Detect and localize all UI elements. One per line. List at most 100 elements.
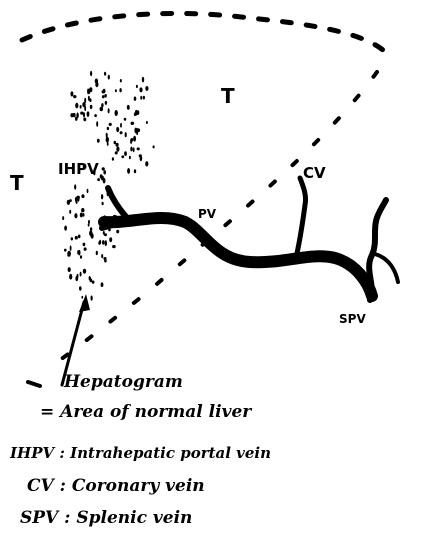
stipple-dot [116, 127, 119, 132]
stipple-dot [82, 102, 85, 107]
stipple-dot [112, 245, 116, 248]
stipple-dot [80, 255, 82, 258]
stipple-dot [74, 184, 76, 189]
ihpv-branch-lower [102, 224, 116, 228]
stipple-dot [69, 274, 72, 280]
stipple-dot [83, 243, 86, 247]
stipple-dot [96, 251, 98, 255]
stipple-dot [87, 189, 89, 193]
stipple-dot [91, 296, 93, 301]
stipple-dot [124, 151, 127, 156]
stipple-dot [84, 247, 87, 250]
stipple-dot [143, 96, 145, 100]
stipple-dot [108, 75, 110, 80]
stipple-dot [68, 267, 71, 272]
stipple-dot [116, 230, 119, 234]
stipple-dot [67, 254, 70, 257]
stipple-dot [115, 151, 118, 154]
stipple-dot [95, 82, 98, 87]
stipple-dot [102, 90, 105, 93]
stipple-dot [75, 236, 78, 240]
legend-normal-liver: = Area of normal liver [40, 404, 251, 421]
stipple-dot [87, 111, 90, 117]
stipple-dot [74, 213, 77, 218]
stipple-dot [80, 112, 83, 115]
stipple-dot [89, 87, 92, 92]
stipple-dot [67, 200, 70, 205]
stipple-dot [103, 231, 105, 235]
stipple-dot [102, 202, 104, 206]
stipple-dot [102, 95, 105, 98]
stipple-dot [124, 118, 127, 121]
stipple-dot [133, 147, 135, 152]
liver-outline-right [60, 72, 377, 360]
stipple-dot [90, 227, 92, 231]
stipple-dot [120, 131, 122, 134]
stipple-dot [77, 196, 80, 199]
stipple-dot [106, 133, 108, 138]
stipple-dot [109, 123, 112, 126]
hepatogram-arrow-head [79, 294, 90, 312]
stipple-dot [130, 139, 132, 144]
stipple-dot [81, 208, 84, 212]
legend-ihpv: IHPV : Intrahepatic portal vein [10, 446, 271, 461]
stipple-dot [139, 87, 142, 92]
stipple-dot [101, 254, 103, 258]
stipple-dot [89, 98, 91, 102]
stipple-dot [101, 176, 104, 181]
liver-outline-bottom-left [28, 382, 40, 386]
stipple-dot [146, 121, 148, 124]
stipple-dot [97, 178, 100, 181]
stipple-dot [94, 114, 97, 117]
portal-splenic-vein [104, 218, 372, 296]
stipple-dot [91, 233, 94, 239]
legend-cv: CV : Coronary vein [27, 478, 205, 495]
stipple-dot [112, 157, 114, 160]
stipple-dot [103, 257, 106, 260]
stipple-dot [125, 132, 127, 137]
stipple-dot [83, 269, 86, 274]
stipple-dot [109, 237, 112, 242]
stipple-dot [78, 250, 80, 256]
stipple-dot [81, 296, 83, 299]
stipple-dot [136, 85, 138, 88]
stipple-dot [107, 142, 109, 146]
stipple-dot [70, 246, 72, 251]
stipple-dot [83, 118, 86, 122]
stipple-dot [145, 161, 148, 166]
stipple-dot [99, 240, 101, 245]
stipple-dot [131, 122, 135, 125]
stipple-dot [73, 95, 76, 98]
stipple-dot [102, 167, 105, 170]
stipple-dot [64, 249, 67, 252]
stipple-dot [119, 88, 121, 92]
stipple-dot [106, 137, 109, 143]
stipple-dot [115, 110, 117, 113]
stipple-dot [107, 127, 109, 130]
label-spv: SPV [339, 313, 366, 325]
stipple-dot [79, 286, 82, 290]
stipple-dot [120, 123, 122, 128]
stipple-dot [101, 282, 104, 287]
stipple-dot [80, 105, 82, 109]
stipple-dot [145, 86, 148, 91]
stipple-dot [134, 169, 136, 173]
stipple-dot [101, 194, 103, 199]
label-ihpv: IHPV [58, 162, 99, 177]
stipple-dot [116, 147, 119, 152]
stipple-dot [137, 147, 140, 150]
stipple-dot [116, 143, 119, 147]
stipple-dot [140, 156, 143, 162]
stipple-dot [92, 281, 95, 284]
splenic-vein-branch [375, 254, 398, 282]
ihpv-branch-upper [108, 188, 128, 219]
stipple-dot [89, 277, 91, 280]
stipple-dot [75, 103, 78, 109]
stipple-dot [83, 213, 85, 217]
stipple-dot [64, 226, 67, 231]
label-pv: PV [198, 208, 216, 220]
stipple-dot [129, 156, 131, 159]
stipple-dot [90, 105, 93, 109]
stipple-dot [105, 240, 107, 246]
liver-outline-top [22, 13, 383, 50]
